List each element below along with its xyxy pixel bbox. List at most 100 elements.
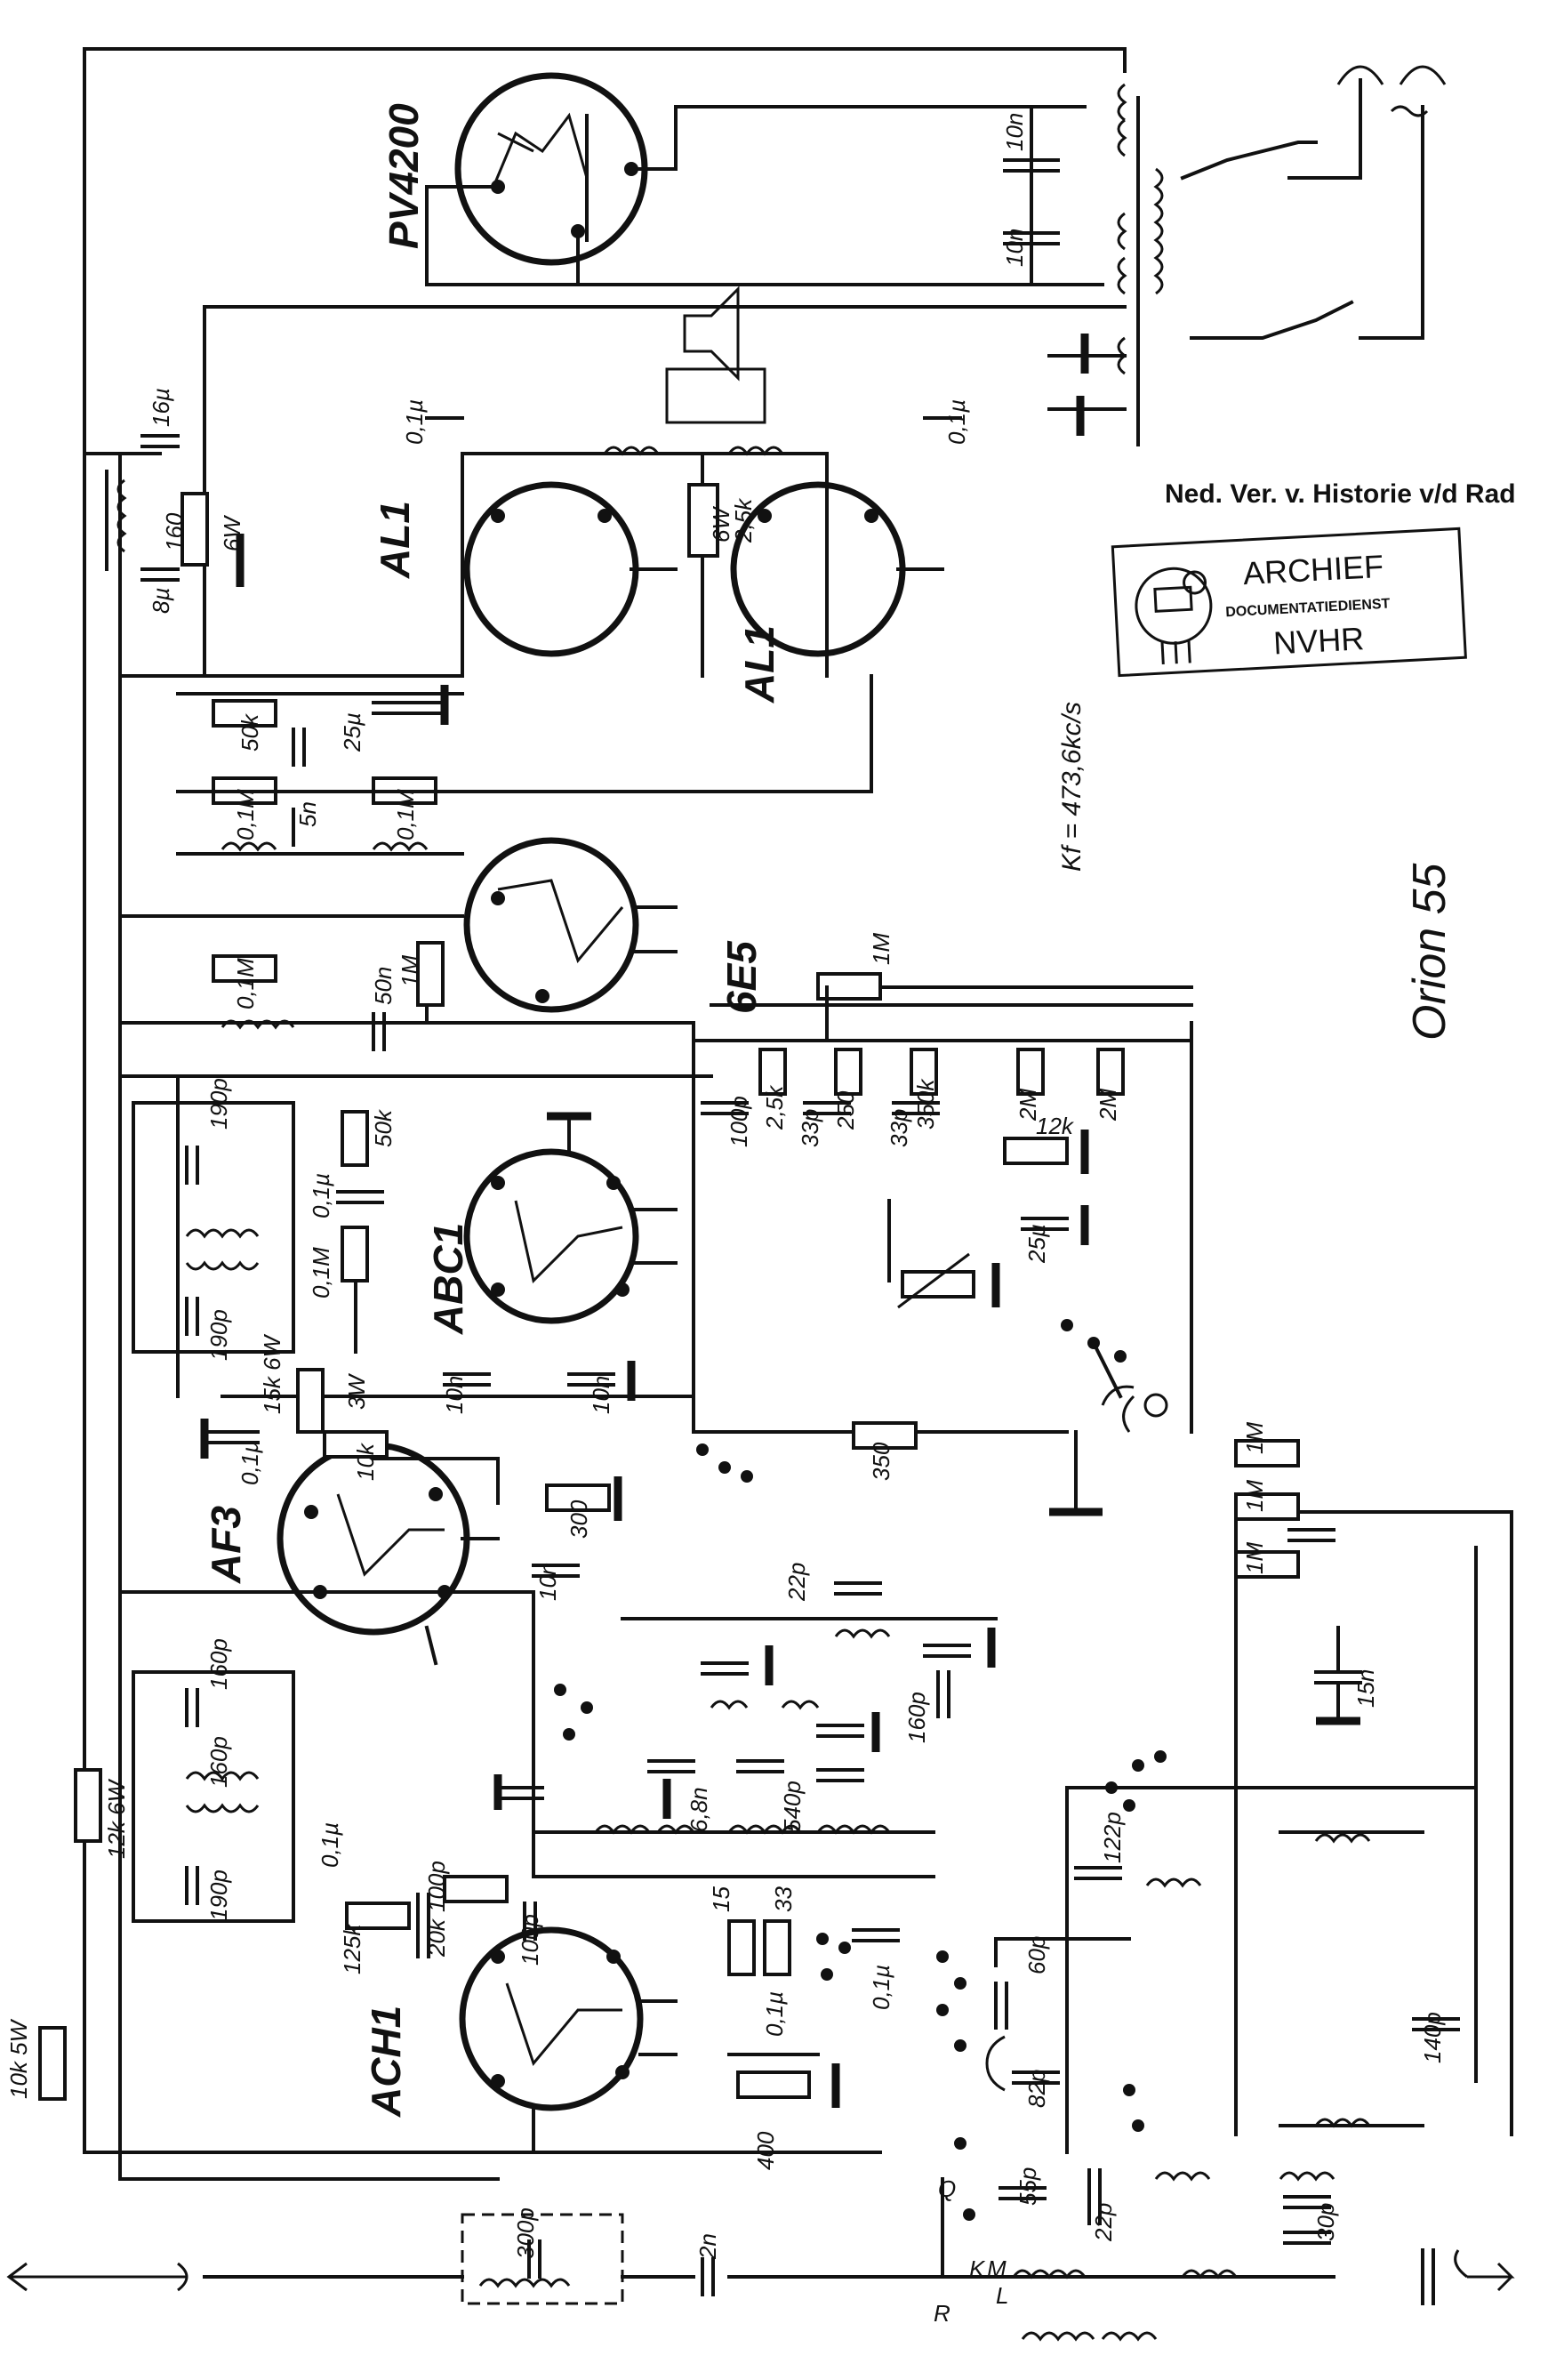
label-c-01u-left: 0,1µ: [401, 399, 428, 445]
label-r-10k-a: 10k: [352, 1442, 379, 1481]
tube-abc1: [463, 1112, 678, 1324]
gram-switch: [1049, 1319, 1168, 1516]
label-c-10n-d: 10n: [588, 1376, 614, 1414]
label-c-25u-b: 25µ: [1023, 1224, 1050, 1264]
coupling-network: [176, 674, 873, 856]
label-c-25u: 25µ: [339, 712, 365, 752]
label-r-400: 400: [752, 2131, 779, 2170]
label-c-190p-b: 190p: [205, 1309, 232, 1361]
label-c-01u-af3: 0,1µ: [237, 1440, 263, 1485]
output-stage: [425, 285, 962, 678]
label-c-140p: 140p: [1419, 2012, 1446, 2063]
label-r-01m-d: 0,1M: [308, 1247, 334, 1299]
tube-af3: [200, 1361, 918, 1666]
label-c-100p-c: 100p: [517, 1914, 543, 1966]
label-r-12k-6w: 12k 6W: [103, 1778, 130, 1859]
label-c-33p-b: 33p: [886, 1109, 912, 1147]
label-c-33p-a: 33p: [797, 1109, 823, 1147]
label-c-6-8n: 6,8n: [686, 1787, 712, 1832]
label-c-01u-abc: 0,1µ: [308, 1173, 334, 1218]
label-c-60p: 60p: [1023, 1936, 1050, 1974]
tube-label-al1-a: AL1: [372, 501, 418, 579]
tube-label-abc1: ABC1: [425, 1223, 471, 1335]
tube-label-pv4200: PV4200: [381, 103, 427, 249]
label-c-160p-c: 160p: [903, 1692, 930, 1743]
label-r-6w-b: 6W: [708, 506, 734, 543]
tube-6e5: [416, 837, 678, 1025]
label-r-160: 160: [161, 512, 188, 551]
label-c-540p: 540p: [779, 1781, 806, 1832]
model-name: Orion 55: [1404, 862, 1456, 1041]
label-c-10n-a: 10n: [1001, 113, 1028, 151]
label-r-1m-b: 1M: [1241, 1480, 1268, 1512]
label-r-1m-a: 1M: [1241, 1422, 1268, 1454]
label-c-10n-b: 10n: [1001, 229, 1028, 267]
label-r-2m-a: 2M: [1015, 1089, 1041, 1122]
oscillator-section: [493, 1439, 1362, 1819]
label-r-01m-b: 0,1M: [392, 789, 419, 840]
switch-label-r: R: [934, 2300, 950, 2327]
label-r-10k-5w: 10k 5W: [5, 2018, 32, 2099]
label-c-01u-c: 0,1µ: [761, 1991, 788, 2037]
tube-pv4200: [425, 72, 1104, 286]
tube-ach1: [345, 1824, 935, 2154]
label-c-01u-b: 0,1µ: [317, 1822, 343, 1868]
label-c-01u-d: 0,1µ: [868, 1965, 894, 2010]
mains-transformer: [1003, 65, 1447, 446]
label-r-01m-a: 0,1M: [232, 789, 259, 840]
if-transformer-2: [132, 1101, 384, 1354]
stamp-line1: ARCHIEF: [1242, 548, 1384, 591]
label-c-190p-c: 190p: [205, 1869, 232, 1921]
label-c-50n: 50n: [370, 967, 397, 1005]
tube-label-ach1: ACH1: [363, 2006, 409, 2118]
detector-load-chain: [692, 972, 1193, 1309]
label-r-50k: 50k: [237, 712, 263, 752]
label-c-5n: 5n: [294, 801, 321, 827]
label-r-25k: 2,5k: [730, 497, 757, 543]
label-r-15: 15: [708, 1886, 734, 1912]
switch-label-k: K: [969, 2255, 986, 2282]
stamp-line3: NVHR: [1272, 620, 1365, 661]
label-c-16u: 16µ: [148, 388, 174, 427]
label-c-2n: 2n: [694, 2233, 721, 2260]
label-r-50k-b: 50k: [370, 1108, 397, 1147]
label-c-100p: 100p: [726, 1096, 752, 1147]
label-r-1m-eye: 1M: [397, 955, 423, 987]
tube-label-al1-b: AL1: [736, 625, 782, 704]
label-r-01m-c: 0,1M: [232, 958, 259, 1009]
label-r-6w-a: 6W: [219, 515, 245, 551]
switch-label-q: Q: [938, 2175, 956, 2202]
label-r-15k-6w: 15k 6W: [259, 1333, 285, 1414]
if-frequency-note: Kf = 473,6kc/s: [1057, 702, 1087, 872]
label-r-350k: 350k: [912, 1078, 939, 1130]
if-transformer-1: [74, 1670, 295, 1923]
label-c-22p-a: 22p: [783, 1563, 810, 1602]
label-r-350: 350: [868, 1442, 894, 1481]
label-c-160p-b: 160p: [205, 1736, 232, 1788]
label-r-20k: 20k: [423, 1918, 450, 1958]
tube-label-6e5: 6E5: [718, 940, 765, 1014]
label-c-10n-e: 10n: [534, 1563, 561, 1601]
label-r-250: 250: [832, 1090, 859, 1130]
archive-stamp: ARCHIEF DOCUMENTATIEDIENST NVHR: [1111, 527, 1467, 678]
label-r-1m-c: 1M: [1241, 1542, 1268, 1574]
label-c-15n: 15n: [1352, 1669, 1379, 1708]
label-r-3w: 3W: [343, 1373, 370, 1410]
label-r-300: 300: [565, 1500, 592, 1539]
label-r-12k: 12k: [1036, 1113, 1075, 1139]
filter-section: [83, 434, 245, 587]
label-c-160p-a: 160p: [205, 1638, 232, 1690]
label-c-10n-c: 10n: [441, 1376, 468, 1414]
label-r-1m-top: 1M: [868, 933, 894, 965]
label-c-190p-a: 190p: [205, 1078, 232, 1130]
label-c-100p-b: 100p: [423, 1861, 450, 1912]
label-c-122p: 122p: [1099, 1812, 1126, 1863]
rf-tuning-section: [6, 1443, 1515, 2342]
label-r-125k: 125k: [339, 1923, 365, 1974]
label-c-30p: 30p: [1312, 2203, 1339, 2241]
tube-label-af3: AF3: [203, 1506, 249, 1584]
label-c-300p: 300p: [512, 2207, 539, 2259]
label-r-33: 33: [770, 1886, 797, 1912]
label-r-2m-b: 2M: [1095, 1089, 1121, 1122]
